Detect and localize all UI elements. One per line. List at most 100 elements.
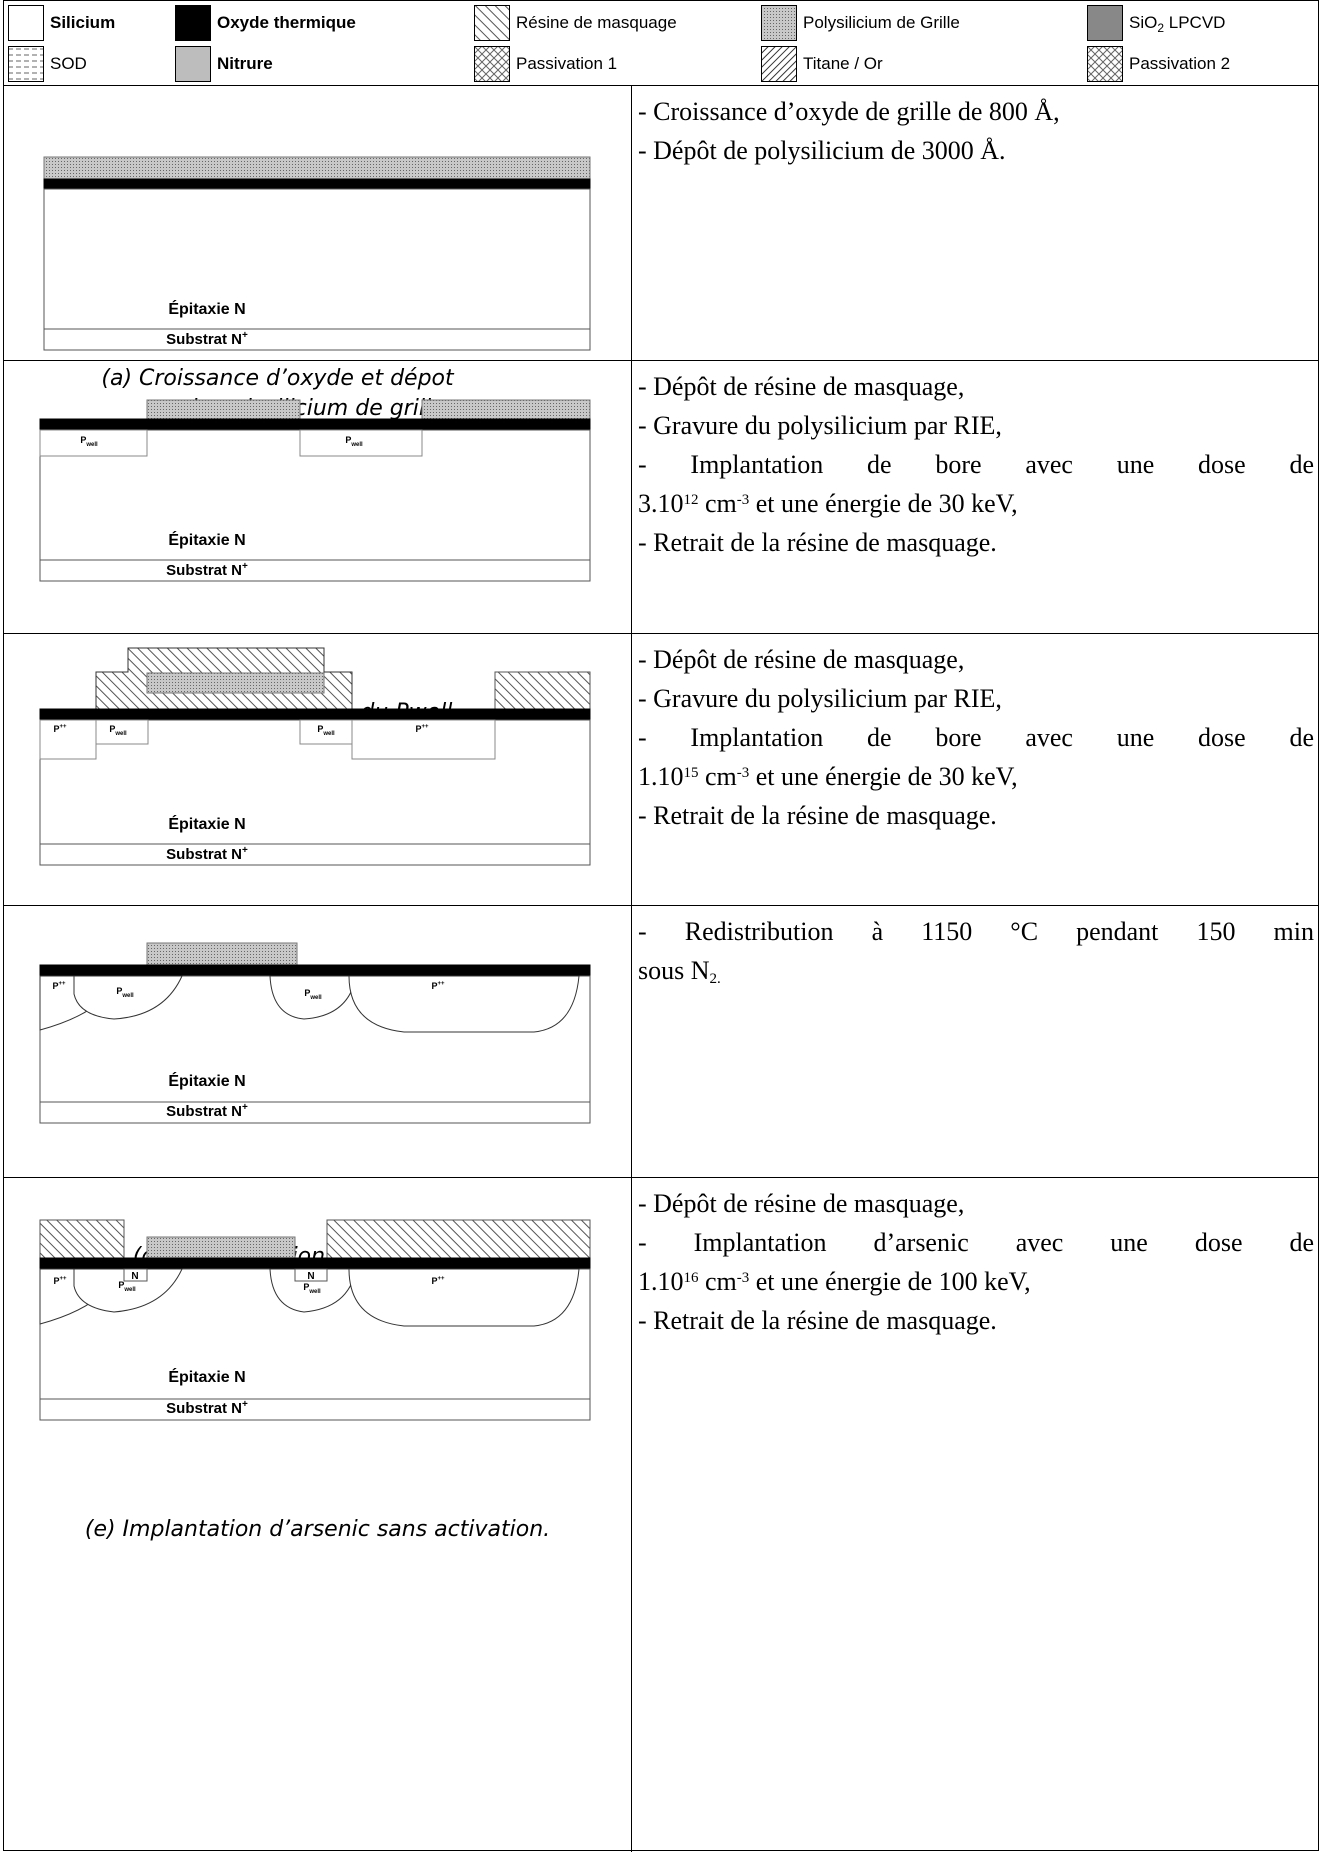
process-step-text: - Implantation de bore avec une dose de: [638, 723, 1314, 752]
legend-label: Silicium: [50, 13, 116, 32]
pplus-label: P++: [53, 724, 67, 734]
column-divider: [631, 634, 632, 905]
process-steps: - Dépôt de résine de masquage,- Gravure …: [638, 367, 1314, 562]
resist-mask-1: [39, 1219, 125, 1259]
polysilicon-gate: [146, 672, 325, 694]
process-step-text: - Dépôt de résine de masquage,: [638, 1189, 965, 1218]
column-divider: [631, 906, 632, 1177]
legend-label: Oxyde thermique: [217, 13, 356, 32]
substrate-label: Substrat N+: [166, 330, 248, 348]
legend-item-passiv1: Passivation 1: [474, 46, 617, 82]
legend-item-sod: SOD: [8, 46, 87, 82]
pwell-label: Pwell: [304, 988, 322, 1001]
column-divider: [631, 361, 632, 633]
pwell-label: Pwell: [116, 986, 134, 999]
pwell-label: Pwell: [317, 724, 335, 737]
legend-item-resine: Résine de masquage: [474, 5, 677, 41]
legend-label: Polysilicium de Grille: [803, 13, 960, 32]
legend-label: Nitrure: [217, 54, 273, 73]
legend-swatch-sio2: [1087, 5, 1123, 41]
polysilicon-gate-2: [421, 399, 591, 420]
process-table: Épitaxie N Substrat N+ (a) Croissance d’ox…: [3, 85, 1319, 1852]
epitaxy-label: Épitaxie N: [168, 1367, 245, 1386]
legend-swatch-resine: [474, 5, 510, 41]
cross-section-svg: Épitaxie N Substrat N+: [43, 156, 591, 351]
legend-label: Titane / Or: [803, 54, 883, 73]
thermal-oxide-layer: [39, 418, 591, 431]
pwell-diffusion-1: [73, 975, 183, 1020]
process-step-text: - Dépôt de résine de masquage,: [638, 645, 965, 674]
figure-caption: (e) Implantation d’arsenic sans activati…: [84, 1517, 551, 1542]
substrate-layer: [39, 1398, 591, 1421]
thermal-oxide-layer: [39, 964, 591, 977]
process-step-row: Épitaxie N Substrat N+ (a) Croissance d’ox…: [4, 86, 1318, 421]
legend-label: Passivation 2: [1129, 54, 1231, 73]
resist-mask-2: [494, 671, 591, 710]
pplus-region-2: [351, 719, 496, 760]
polysilicon-gate: [146, 1236, 296, 1259]
epitaxy-label: Épitaxie N: [168, 299, 245, 318]
process-step-text: 1.1015 cm-3 et une énergie de 30 keV,: [638, 762, 1018, 791]
legend-label: Résine de masquage: [516, 13, 677, 32]
pplus-label: P++: [415, 724, 429, 734]
legend-swatch-passiv1: [474, 46, 510, 82]
polysilicon-layer: [43, 156, 591, 180]
pwell-region-1: [39, 429, 148, 457]
pwell-label: Pwell: [109, 724, 127, 737]
polysilicon-gate-1: [146, 399, 301, 420]
pplus-label: P++: [53, 1276, 67, 1286]
process-step-text: 3.1012 cm-3 et une énergie de 30 keV,: [638, 489, 1018, 518]
process-step-text: - Retrait de la résine de masquage.: [638, 801, 997, 830]
process-step-text: - Retrait de la résine de masquage.: [638, 528, 997, 557]
page: Silicium Oxyde thermique Résine de masquag…: [3, 0, 1319, 1852]
legend-item-silicium: Silicium: [8, 5, 115, 41]
legend-label: Passivation 1: [516, 54, 618, 73]
pwell-region-2: [299, 719, 353, 745]
thermal-oxide-layer: [39, 708, 591, 721]
legend-item-nitrure: Nitrure: [175, 46, 273, 82]
epitaxy-label: Épitaxie N: [168, 814, 245, 833]
process-step-text: - Redistribution à 1150 °C pendant 150 m…: [638, 917, 1314, 946]
cross-section-diagram: Épitaxie N Substrat N+: [4, 86, 631, 360]
substrate-layer: [43, 328, 591, 351]
substrate-label: Substrat N+: [166, 1399, 248, 1417]
pplus-label: P++: [431, 981, 445, 991]
process-step-text: - Gravure du polysilicium par RIE,: [638, 684, 1002, 713]
figure-caption: (a) Croissance d’oxyde et dépot: [101, 366, 454, 391]
n-label: N: [307, 1271, 314, 1282]
pplus-label: P++: [52, 981, 66, 991]
legend-item-passiv2: Passivation 2: [1087, 46, 1230, 82]
pwell-label: Pwell: [303, 1282, 321, 1295]
legend-swatch-passiv2: [1087, 46, 1123, 82]
process-step-text: - Croissance d’oxyde de grille de 800 Å,: [638, 97, 1060, 126]
thermal-oxide-layer: [43, 178, 591, 190]
legend-label: SOD: [50, 54, 87, 73]
n-label: N: [131, 1271, 138, 1282]
substrate-label: Substrat N+: [166, 561, 248, 579]
pwell-region-2: [299, 429, 423, 457]
thermal-oxide-layer: [39, 1257, 591, 1270]
legend-swatch-silicium: [8, 5, 44, 41]
epitaxy-label: Épitaxie N: [168, 530, 245, 549]
column-divider: [631, 86, 632, 360]
process-step-text: - Dépôt de polysilicium de 3000 Å.: [638, 136, 1006, 165]
legend: Silicium Oxyde thermique Résine de masquag…: [3, 0, 1319, 85]
legend-item-poly: Polysilicium de Grille: [761, 5, 960, 41]
epitaxy-layer: [43, 188, 591, 330]
column-divider: [631, 1178, 632, 1852]
pwell-label: Pwell: [118, 1280, 136, 1293]
n-implant-1: [123, 1268, 148, 1282]
legend-swatch-oxyde: [175, 5, 211, 41]
process-step-text: - Implantation de bore avec une dose de: [638, 450, 1314, 479]
legend-swatch-nitrure: [175, 46, 211, 82]
legend-item-titane: Titane / Or: [761, 46, 883, 82]
n-implant-2: [294, 1268, 328, 1282]
